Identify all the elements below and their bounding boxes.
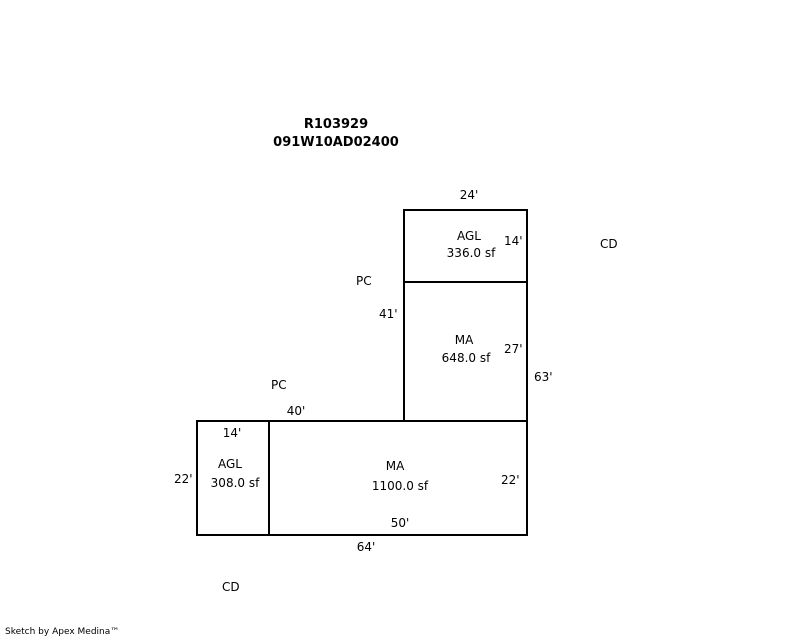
- ma-top-code: MA: [454, 333, 474, 347]
- agl-left-width-label: 14': [222, 426, 242, 440]
- agl-top-width-label: 24': [459, 188, 479, 202]
- agl-top-area-value: 336.0 sf: [446, 246, 496, 260]
- agl-top-code: AGL: [457, 229, 481, 243]
- ma-main-code: MA: [385, 459, 405, 473]
- pc-label-lower: PC: [271, 378, 287, 392]
- top-lower-dimension: 40': [286, 404, 306, 418]
- cd-label-right: CD: [600, 237, 618, 251]
- parcel-id: R103929: [303, 117, 369, 132]
- agl-left-height-label: 22': [174, 472, 193, 486]
- sketch-credit: Sketch by Apex Medina™: [5, 627, 120, 637]
- map-number: 091W10AD02400: [273, 135, 399, 150]
- bottom-total-dimension: 64': [356, 540, 376, 554]
- cd-label-bottom: CD: [222, 580, 240, 594]
- agl-top-height-label: 14': [504, 234, 523, 248]
- agl-left-area-value: 308.0 sf: [210, 476, 260, 490]
- agl-left-code: AGL: [218, 457, 242, 471]
- left-upper-dimension: 41': [379, 307, 398, 321]
- pc-label-upper: PC: [356, 274, 372, 288]
- ma-main-area-value: 1100.0 sf: [371, 479, 429, 493]
- ma-top-height-label: 27': [504, 342, 523, 356]
- right-total-dimension: 63': [534, 370, 553, 384]
- ma-main-height-label: 22': [501, 473, 520, 487]
- ma-top-area-value: 648.0 sf: [441, 351, 491, 365]
- ma-main-area: [268, 420, 528, 536]
- ma-main-width-label: 50': [390, 516, 410, 530]
